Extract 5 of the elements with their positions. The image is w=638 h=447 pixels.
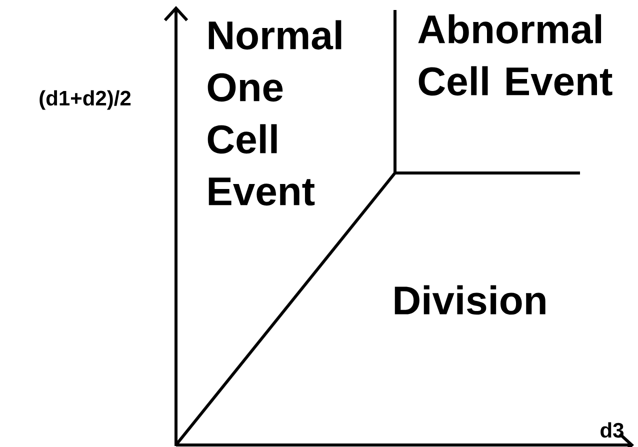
axis-label: (d1+d2)/2 — [40, 90, 131, 110]
axis-label: d3 — [600, 422, 624, 438]
region-label: Normal One Cell Event — [208, 20, 342, 206]
region-label: Abnormal Cell Event — [418, 14, 612, 96]
region-label: Division — [394, 285, 546, 315]
